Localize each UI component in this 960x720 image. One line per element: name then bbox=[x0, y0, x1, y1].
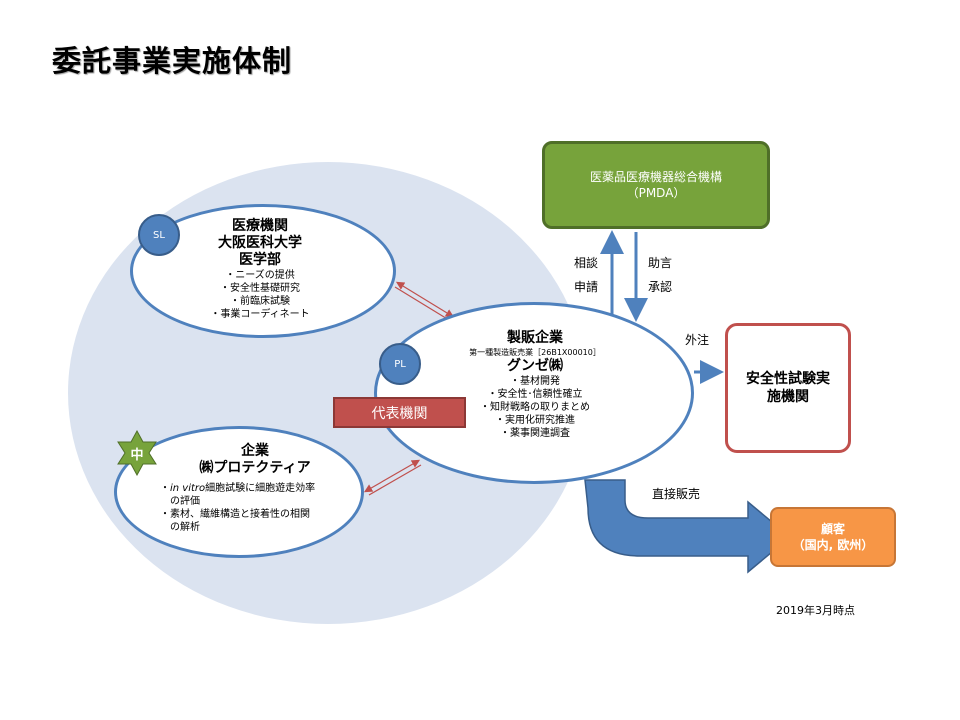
manufacturer-bullet: ・薬事関連調査 bbox=[500, 428, 570, 439]
date-label: 2019年3月時点 bbox=[776, 604, 855, 617]
medical-heading-3: 医学部 bbox=[239, 252, 281, 268]
company-heading: 企業 ㈱プロテクティア bbox=[160, 443, 350, 477]
medical-bullet: ・安全性基礎研究 bbox=[220, 283, 300, 294]
direct-sales-arrow bbox=[584, 479, 792, 574]
apply-label: 申請 bbox=[574, 280, 599, 294]
safety-lab-line1: 安全性試験実 bbox=[746, 371, 830, 387]
medical-bullet: ・前臨床試験 bbox=[230, 296, 290, 307]
approve-label: 承認 bbox=[648, 280, 673, 294]
star-badge-icon bbox=[117, 430, 157, 476]
sl-badge: SL bbox=[138, 214, 180, 256]
medical-bullet: ・事業コーディネート bbox=[210, 309, 310, 320]
medical-heading-2: 大阪医科大学 bbox=[218, 235, 302, 251]
company-ellipse bbox=[114, 426, 364, 558]
license-number: 第一種製造販売業［26B1X00010］ bbox=[469, 348, 601, 357]
manufacturer-ellipse bbox=[374, 302, 694, 484]
manufacturer-bullet: ・実用化研究推進 bbox=[495, 415, 575, 426]
outsource-label: 外注 bbox=[685, 333, 710, 347]
manufacturer-text: 製販企業 第一種製造販売業［26B1X00010］ グンゼ㈱ ・基材開発 ・安全… bbox=[440, 330, 630, 440]
company-bullet-cont: の評価 bbox=[170, 496, 200, 507]
customer-box: 顧客 （国内, 欧州） bbox=[770, 507, 896, 567]
pmda-box: 医薬品医療機器総合機構 （PMDA） bbox=[542, 141, 770, 229]
manufacturer-name: グンゼ㈱ bbox=[507, 358, 563, 374]
company-link-arrow bbox=[363, 459, 421, 493]
company-bullet: ・素材、繊維構造と接着性の相関 bbox=[160, 509, 310, 520]
consult-label: 相談 bbox=[574, 256, 599, 270]
manufacturer-heading: 製販企業 bbox=[507, 330, 563, 346]
safety-lab-line2: 施機関 bbox=[767, 389, 809, 405]
customer-region: （国内, 欧州） bbox=[792, 538, 874, 552]
company-bullet: ・in vitro細胞試験に細胞遊走効率 bbox=[160, 483, 316, 494]
customer-name: 顧客 bbox=[820, 522, 845, 536]
company-bullet-cont: の解析 bbox=[170, 522, 200, 533]
representative-label: 代表機関 bbox=[333, 397, 466, 428]
medical-heading-1: 医療機関 bbox=[232, 218, 288, 234]
company-heading-2: ㈱プロテクティア bbox=[199, 460, 311, 476]
manufacturer-bullet: ・安全性･信頼性確立 bbox=[487, 389, 583, 400]
page-title: 委託事業実施体制 bbox=[52, 44, 293, 78]
manufacturer-bullet: ・基材開発 bbox=[510, 376, 560, 387]
company-bullets: ・in vitro細胞試験に細胞遊走効率 の評価 ・素材、繊維構造と接着性の相関… bbox=[160, 482, 360, 534]
pl-badge: PL bbox=[379, 343, 421, 385]
medical-link-arrow bbox=[395, 281, 455, 318]
company-badge-label: 中 bbox=[130, 448, 144, 463]
pmda-abbr: （PMDA） bbox=[626, 186, 686, 200]
manufacturer-bullet: ・知財戦略の取りまとめ bbox=[480, 402, 590, 413]
pmda-name: 医薬品医療機器総合機構 bbox=[589, 170, 722, 184]
medical-bullet: ・ニーズの提供 bbox=[225, 270, 295, 281]
direct-sales-label: 直接販売 bbox=[652, 487, 701, 501]
advice-label: 助言 bbox=[648, 256, 673, 270]
medical-text: 医療機関 大阪医科大学 医学部 ・ニーズの提供 ・安全性基礎研究 ・前臨床試験 … bbox=[185, 218, 335, 321]
company-heading-1: 企業 bbox=[241, 443, 269, 459]
safety-lab-box: 安全性試験実 施機関 bbox=[725, 323, 851, 453]
